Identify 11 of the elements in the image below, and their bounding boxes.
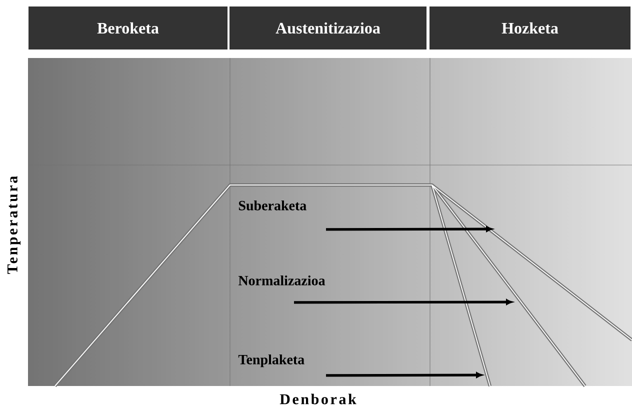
axis-label: Tenperatura <box>8 176 21 274</box>
arrow <box>294 299 512 305</box>
process-label: Suberaketa <box>238 200 306 210</box>
header-cell: Hozketa <box>428 6 632 50</box>
process-label: Tenplaketa <box>238 354 304 368</box>
header-cell: Austenitizazioa <box>228 6 428 50</box>
axis-label: Denborak <box>280 394 356 404</box>
process-label: Normalizazioa <box>238 275 326 286</box>
arrow <box>326 372 482 378</box>
header-cell: Beroketa <box>28 6 228 50</box>
arrow <box>326 226 492 232</box>
